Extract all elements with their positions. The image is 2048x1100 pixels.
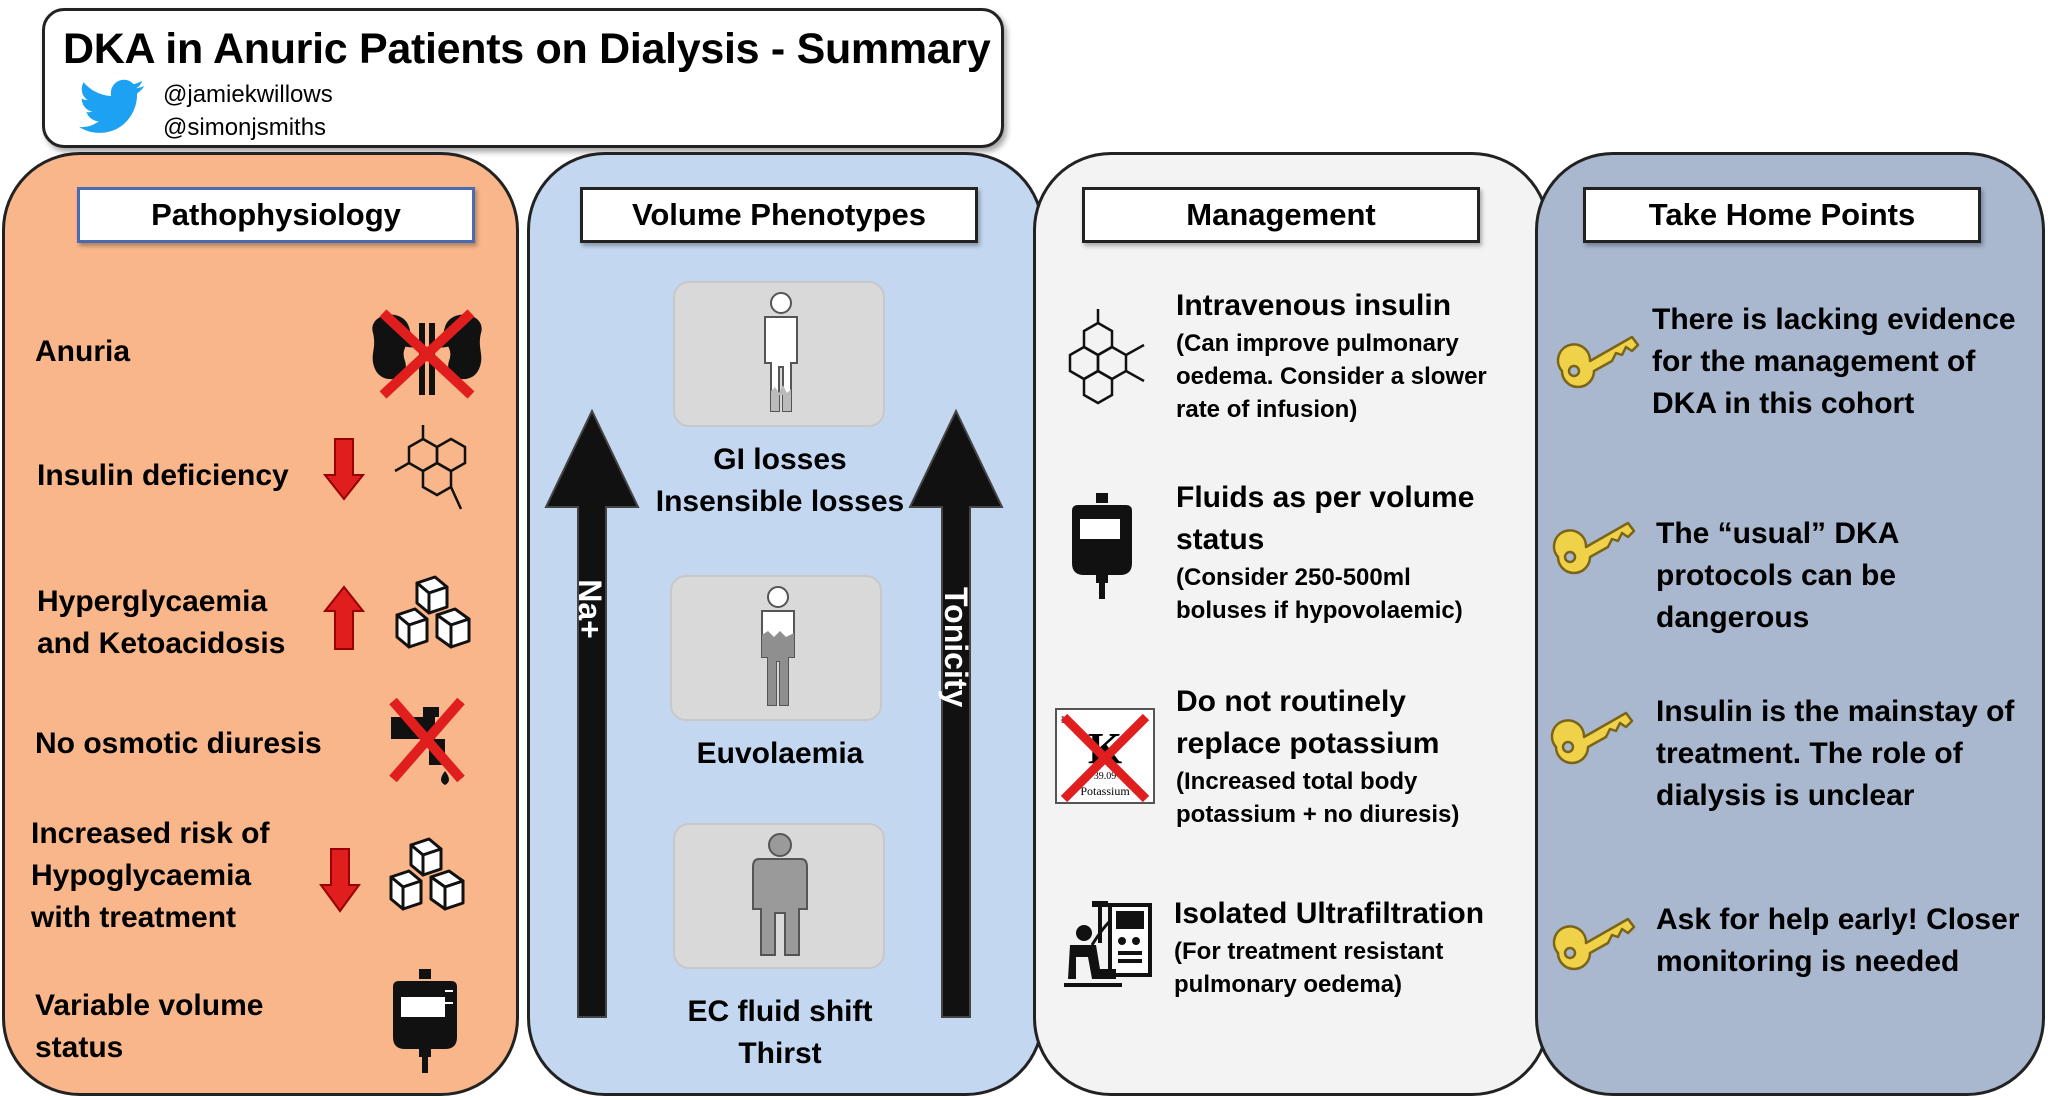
take-home-panel: Take Home Points There is lacking eviden… [1535,152,2045,1096]
sodium-arrow-icon [544,409,640,1018]
iv-bag-icon [393,969,457,1073]
phenotype-card [673,281,885,427]
panel-title: Take Home Points [1583,187,1981,243]
crossed-potassium-icon: 19 K 39.09 Potassium [1055,708,1155,804]
sugar-cubes-icon [395,575,471,649]
take-home-point: Insulin is the mainstay of treatment. Th… [1656,695,2015,812]
take-home-point: The “usual” DKA protocols can be dangero… [1656,517,1900,634]
management-item: Do not routinely replace potassium (Incr… [1176,685,1460,828]
iv-bag-icon [1072,493,1132,599]
key-icon [1552,917,1636,971]
phenotype-card [670,575,882,721]
key-icon [1550,711,1634,765]
insulin-molecule-icon [394,425,467,510]
element-name: Potassium [1080,784,1130,798]
overloaded-person-icon [752,833,808,956]
header-box: DKA in Anuric Patients on Dialysis - Sum… [42,8,1004,148]
tonicity-label: Tonicity [938,587,974,708]
list-item-label: Increased risk of Hypoglycaemia with tre… [31,817,270,934]
phenotype-card [673,823,885,969]
take-home-point: Ask for help early! Closer monitoring is… [1656,903,2020,978]
down-arrow-icon [319,848,361,913]
list-item-label: Variable volume status [35,989,264,1064]
phenotype-label: Euvolaemia [696,737,864,770]
management-panel: Management Intravenous insulin (Can impr… [1033,152,1550,1096]
volume-phenotypes-panel: Volume Phenotypes Na+ Tonicity GI losses… [527,152,1044,1096]
phenotype-label: EC fluid shift Thirst [687,995,873,1070]
twitter-handle: @jamiekwillows [163,81,333,108]
euvolaemic-person-icon [761,586,795,706]
panel-title: Pathophysiology [77,187,475,243]
insulin-molecule-icon [1068,309,1145,405]
element-mass: 39.09 [1094,771,1117,782]
panel-title: Management [1082,187,1480,243]
sugar-cubes-icon [389,837,465,911]
list-item-label: No osmotic diuresis [35,727,322,760]
take-home-point: There is lacking evidence for the manage… [1652,303,2016,420]
list-item-label: Hyperglycaemia and Ketoacidosis [37,585,286,660]
tonicity-arrow-icon [908,409,1004,1018]
sodium-label: Na+ [572,579,608,639]
phenotype-label: GI losses Insensible losses [655,443,905,518]
management-item: Fluids as per volume status (Consider 25… [1176,481,1475,624]
list-item-label: Anuria [35,335,131,368]
management-item: Intravenous insulin (Can improve pulmona… [1176,289,1487,423]
management-item: Isolated Ultrafiltration (For treatment … [1174,897,1485,998]
list-item-label: Insulin deficiency [37,459,289,492]
twitter-bird-icon [79,79,144,133]
up-arrow-icon [323,585,365,650]
key-icon [1556,335,1640,389]
dehydrated-person-icon [764,292,798,412]
panel-title: Volume Phenotypes [580,187,978,243]
down-arrow-icon [323,438,365,501]
page-title: DKA in Anuric Patients on Dialysis - Sum… [63,25,991,73]
dialysis-machine-icon [1064,901,1152,987]
crossed-tap-icon [389,697,465,785]
key-icon [1552,521,1636,575]
crossed-kidneys-icon [372,309,482,399]
twitter-handle: @simonjsmiths [163,114,327,141]
pathophysiology-panel: Pathophysiology Anuria Insulin deficienc… [2,152,519,1096]
